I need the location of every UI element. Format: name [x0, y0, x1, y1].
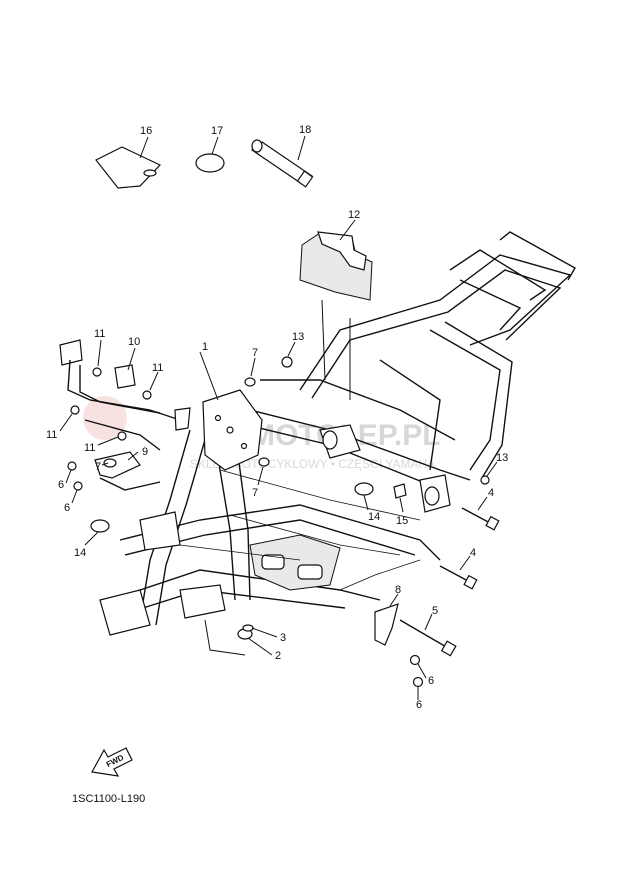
callout-12: 12	[348, 209, 360, 221]
callout-13-b: 13	[496, 452, 508, 464]
callout-11-d: 11	[84, 442, 95, 454]
clamp-14-b	[354, 482, 374, 496]
callout-3: 3	[280, 632, 286, 644]
callout-8: 8	[395, 584, 401, 596]
long-bolts	[374, 507, 500, 688]
callout-7-c: 7	[95, 461, 101, 473]
clamp-14-a	[90, 519, 110, 533]
nut-11-c	[70, 405, 80, 415]
bolt-6-d	[412, 676, 424, 688]
callout-17: 17	[211, 125, 223, 137]
callout-15: 15	[396, 515, 408, 527]
callout-1: 1	[202, 341, 208, 353]
callout-18: 18	[299, 124, 311, 136]
nut-11-a	[92, 367, 102, 377]
nut-11-b	[142, 390, 152, 400]
callout-7-a: 7	[252, 347, 258, 359]
part-18-tube	[250, 139, 314, 188]
callout-6-a: 6	[58, 479, 64, 491]
callouts: 1 2 3 4 4 5 6 6 6 6 7 7 7 8 9 10 11 11 1…	[46, 124, 508, 711]
watermark-tagline: SKLEP MOTOCYKLOWY • CZĘŚCI YAMAHA	[190, 456, 435, 471]
part-16-label-sheet	[95, 146, 162, 189]
part-1-frame	[99, 231, 576, 636]
clip-15	[393, 483, 407, 499]
callout-9: 9	[142, 446, 148, 458]
callout-11-c: 11	[46, 429, 57, 441]
washer-7-b	[258, 457, 270, 467]
bolt-13-a	[281, 356, 293, 368]
callout-14-a: 14	[74, 547, 86, 559]
callout-13-a: 13	[292, 331, 304, 343]
part-12-plate	[299, 231, 373, 301]
diagram-code: 1SC1100-L190	[72, 793, 145, 805]
fwd-arrow-icon: FWD	[91, 747, 133, 777]
callout-14-b: 14	[368, 511, 380, 523]
part-9-10-front-bracket	[59, 339, 191, 491]
callout-16: 16	[140, 125, 152, 137]
callout-7-b: 7	[252, 487, 258, 499]
bolt-5	[399, 619, 449, 649]
washer-7-a	[244, 377, 256, 387]
callout-5: 5	[432, 605, 438, 617]
callout-11-b: 11	[152, 362, 163, 374]
collar-3	[242, 624, 254, 632]
callout-4-a: 4	[488, 487, 494, 499]
callout-6-b: 6	[64, 502, 70, 514]
bolt-6-b	[73, 481, 83, 491]
callout-11-a: 11	[94, 328, 105, 340]
callout-10: 10	[128, 336, 140, 348]
bracket-8	[374, 603, 399, 646]
callout-2: 2	[275, 650, 281, 662]
bolt-6-c	[409, 654, 421, 666]
bolt-4-a	[461, 507, 493, 525]
callout-6-d: 6	[416, 699, 422, 711]
nut-11-d	[117, 431, 127, 441]
washer-7-c	[103, 458, 117, 468]
bolt-4-b	[439, 565, 471, 583]
bolt-6-a	[67, 461, 77, 471]
bolt-13-b	[480, 475, 490, 485]
callout-4-b: 4	[470, 547, 476, 559]
leader-lines	[59, 135, 498, 700]
callout-6-c: 6	[428, 675, 434, 687]
part-17-o-ring	[195, 153, 225, 173]
